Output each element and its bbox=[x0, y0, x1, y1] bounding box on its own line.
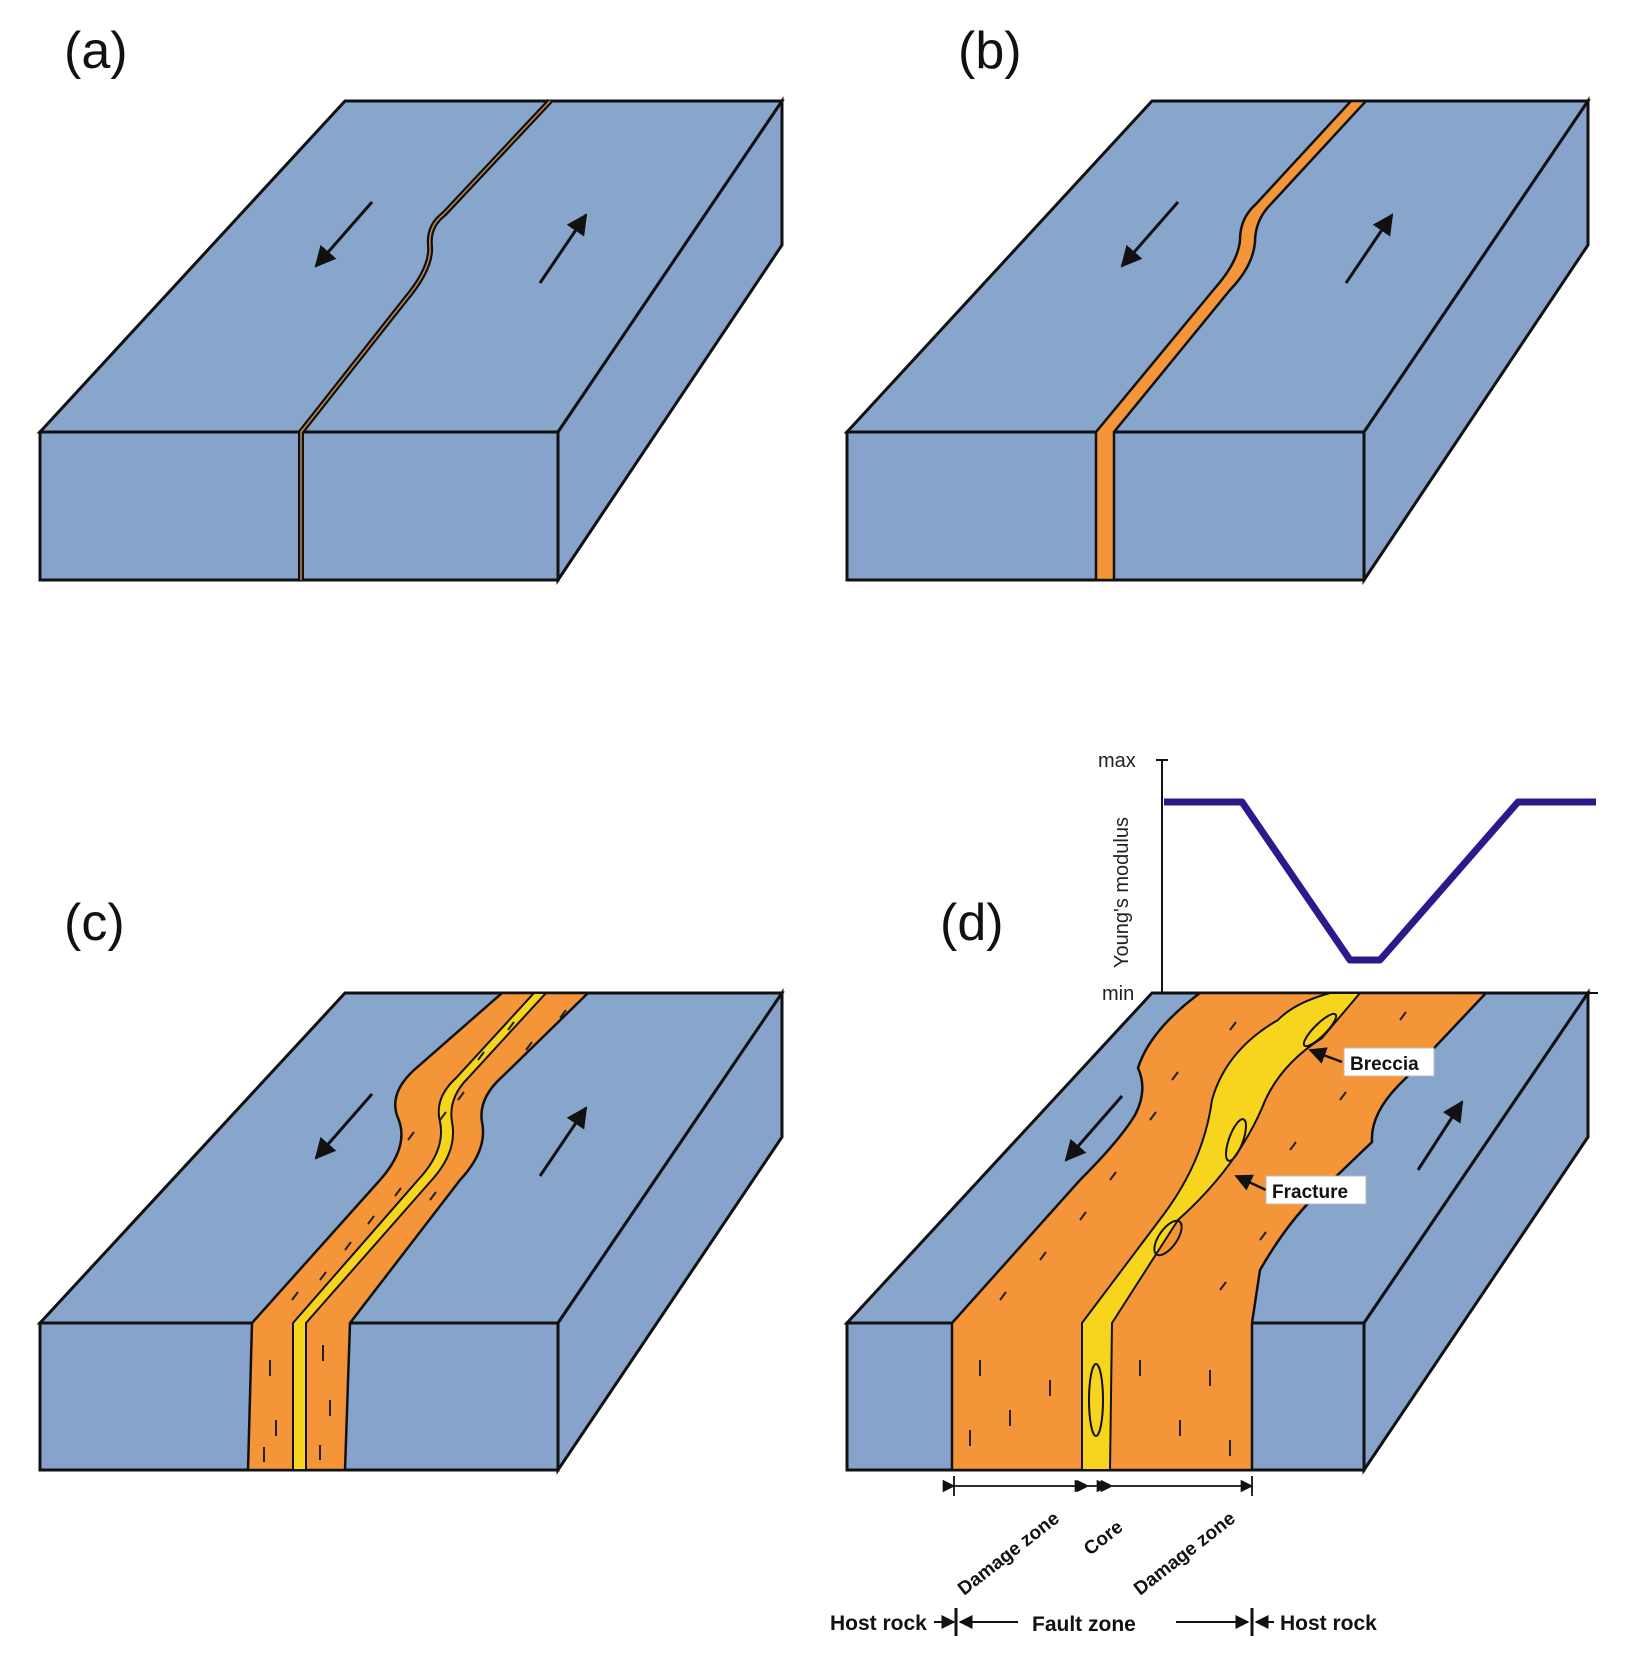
core-lens bbox=[1088, 1363, 1104, 1437]
graph-y-axis-label: Young's modulus bbox=[1111, 817, 1133, 968]
core-lens bbox=[1225, 1118, 1247, 1162]
slip-arrow-left bbox=[1120, 201, 1180, 268]
modulus-profile-line bbox=[1164, 798, 1596, 964]
panel-d-slip-arrows bbox=[1064, 1095, 1464, 1171]
fault-zone-label: Fault zone bbox=[1032, 1613, 1136, 1636]
panel-a-label: (a) bbox=[64, 22, 128, 80]
damage-zone-left-label: Damage zone bbox=[954, 1508, 1063, 1600]
panel-d-label: (d) bbox=[940, 894, 1004, 952]
slip-arrow-left bbox=[314, 1093, 374, 1160]
slip-arrow-right bbox=[538, 213, 588, 284]
panel-a-fault-trace bbox=[298, 98, 553, 580]
core-lens bbox=[1302, 1012, 1338, 1048]
slip-arrow-left bbox=[1064, 1095, 1124, 1162]
youngs-modulus-graph: max min Young's modulus bbox=[1098, 750, 1598, 1005]
slip-arrow-left bbox=[314, 201, 374, 268]
panel-b-block bbox=[843, 96, 1591, 585]
panel-b-slip-arrows bbox=[1120, 201, 1394, 284]
panel-b-fault-zone bbox=[1094, 99, 1369, 582]
slip-arrow-right bbox=[1344, 213, 1394, 284]
fracture-label: Fracture bbox=[1272, 1182, 1348, 1203]
breccia-label: Breccia bbox=[1350, 1054, 1419, 1075]
panel-c-label: (c) bbox=[64, 894, 125, 952]
panel-a-block bbox=[36, 96, 785, 585]
host-rock-left-label: Host rock bbox=[830, 1612, 927, 1635]
damage-zone-right-label: Damage zone bbox=[1130, 1508, 1239, 1600]
host-rock-right-label: Host rock bbox=[1280, 1612, 1377, 1635]
panel-d-core bbox=[969, 992, 1407, 1471]
slip-arrow-right bbox=[1416, 1100, 1464, 1171]
breccia-callout: Breccia bbox=[1308, 1047, 1435, 1077]
fracture-callout: Fracture bbox=[1234, 1174, 1367, 1205]
core-lens bbox=[1153, 1219, 1183, 1257]
panel-b-label: (b) bbox=[958, 22, 1022, 80]
core-label: Core bbox=[1080, 1517, 1127, 1560]
panel-a-slip-arrows bbox=[314, 201, 588, 284]
bottom-scale: Host rock Fault zone Host rock bbox=[830, 1608, 1377, 1636]
panel-c-fault-zone bbox=[246, 991, 592, 1472]
graph-min-label: min bbox=[1102, 983, 1134, 1005]
graph-max-label: max bbox=[1098, 750, 1136, 772]
slip-arrow-right bbox=[538, 1106, 588, 1177]
zone-dimensions: Damage zone Core Damage zone bbox=[942, 1476, 1254, 1600]
panel-c-slip-arrows bbox=[314, 1093, 588, 1177]
